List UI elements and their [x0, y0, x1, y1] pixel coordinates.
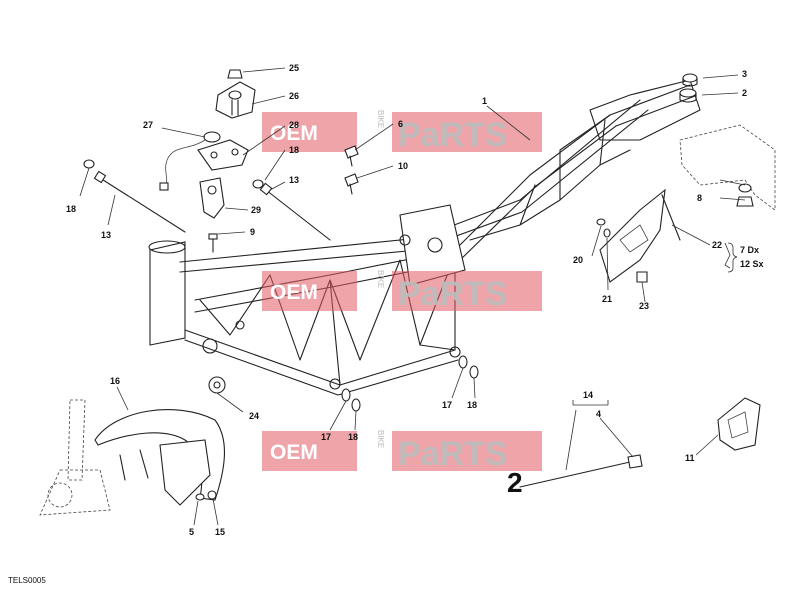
part-steering-bracket[interactable] — [215, 81, 256, 119]
part-bolt-22[interactable] — [636, 271, 648, 283]
callout-19: 20 — [573, 255, 583, 265]
callout-2: 2 — [742, 88, 747, 98]
callout-25: 27 — [143, 120, 153, 130]
callout-8: 8 — [697, 193, 702, 203]
part-screw-10[interactable] — [344, 173, 359, 195]
part-bolt-9[interactable] — [208, 233, 218, 253]
part-nut-28[interactable] — [738, 183, 752, 193]
variant-brace — [727, 242, 738, 273]
part-washer-15[interactable] — [207, 490, 217, 500]
part-screw-6[interactable] — [344, 145, 359, 167]
callout-14: 14 — [583, 390, 593, 400]
handwritten-mark: 2 — [507, 467, 523, 498]
watermark-bike-text: BIKE — [376, 110, 385, 128]
callout-13-left: 13 — [101, 230, 111, 240]
callout-18-left: 18 — [66, 204, 76, 214]
callout-1: 1 — [482, 96, 487, 106]
part-washer-17-right[interactable] — [458, 355, 468, 369]
part-long-bolt-right[interactable] — [259, 182, 331, 241]
part-washer-18-top[interactable] — [252, 179, 264, 189]
part-rod-14[interactable] — [519, 454, 643, 488]
callout-22: 23 — [639, 301, 649, 311]
part-grommet-2[interactable] — [679, 88, 697, 103]
watermark-middle: OEM BIKE PaRTS — [262, 270, 542, 313]
part-long-bolt-left[interactable] — [93, 170, 186, 233]
part-front-mudguard[interactable] — [94, 409, 225, 506]
callout-11: 11 — [685, 453, 695, 463]
watermark-parts-text: PaRTS — [398, 435, 508, 473]
callout-27: 29 — [251, 205, 261, 215]
part-badge-11[interactable] — [717, 397, 761, 451]
part-washer-18-bottom[interactable] — [351, 398, 361, 412]
callout-21: 22 — [712, 240, 722, 250]
callout-labels: 25 26 27 28 18 13 29 9 18 13 6 10 1 3 2 … — [66, 63, 764, 537]
callout-29: 24 — [249, 411, 259, 421]
part-washer-18-left[interactable] — [83, 159, 95, 169]
callout-4: 4 — [596, 409, 601, 419]
part-tail-bracket[interactable] — [679, 124, 776, 211]
callout-24: 26 — [289, 91, 299, 101]
side-variant-right: 7 Dx — [740, 245, 759, 255]
callout-5: 5 — [189, 527, 194, 537]
part-screw-19[interactable] — [596, 218, 606, 226]
callout-20: 21 — [602, 294, 612, 304]
drawing-code: TELS0005 — [8, 576, 46, 585]
part-grommet-3[interactable] — [682, 73, 698, 87]
part-washer-17-left[interactable] — [341, 388, 351, 402]
part-ring-29[interactable] — [208, 376, 226, 394]
leader-lines — [79, 67, 746, 526]
watermark-oem-text: OEM — [270, 441, 318, 464]
part-steering-lock[interactable] — [199, 177, 225, 219]
front-fork-ghost — [39, 399, 111, 516]
callout-16: 16 — [110, 376, 120, 386]
part-washer-18-right[interactable] — [469, 365, 479, 379]
part-cap[interactable] — [227, 69, 243, 79]
watermark-bike-text: BIKE — [376, 430, 385, 448]
callout-15: 15 — [215, 527, 225, 537]
callout-10: 10 — [398, 161, 408, 171]
watermark-bottom: OEM BIKE PaRTS — [262, 430, 542, 473]
callout-18-top: 18 — [289, 145, 299, 155]
callout-9: 9 — [250, 227, 255, 237]
callout-23: 25 — [289, 63, 299, 73]
main-frame[interactable] — [148, 79, 701, 396]
watermark-parts-text: PaRTS — [398, 116, 508, 154]
part-mount-plate[interactable] — [197, 139, 249, 171]
callout-17-left: 17 — [321, 432, 331, 442]
callout-3: 3 — [742, 69, 747, 79]
callout-6: 6 — [398, 119, 403, 129]
part-screw-5[interactable] — [195, 493, 205, 501]
side-variant-left: 12 Sx — [740, 259, 764, 269]
part-washer-20[interactable] — [603, 228, 611, 238]
part-bolt-8[interactable] — [736, 196, 754, 207]
callout-18-bottom: 18 — [348, 432, 358, 442]
watermark-bike-text: BIKE — [376, 270, 385, 288]
callout-18-right: 18 — [467, 400, 477, 410]
part-side-cover[interactable] — [599, 188, 681, 283]
callout-13-right: 13 — [289, 175, 299, 185]
callout-17-right: 17 — [442, 400, 452, 410]
callout-26: 28 — [289, 120, 299, 130]
